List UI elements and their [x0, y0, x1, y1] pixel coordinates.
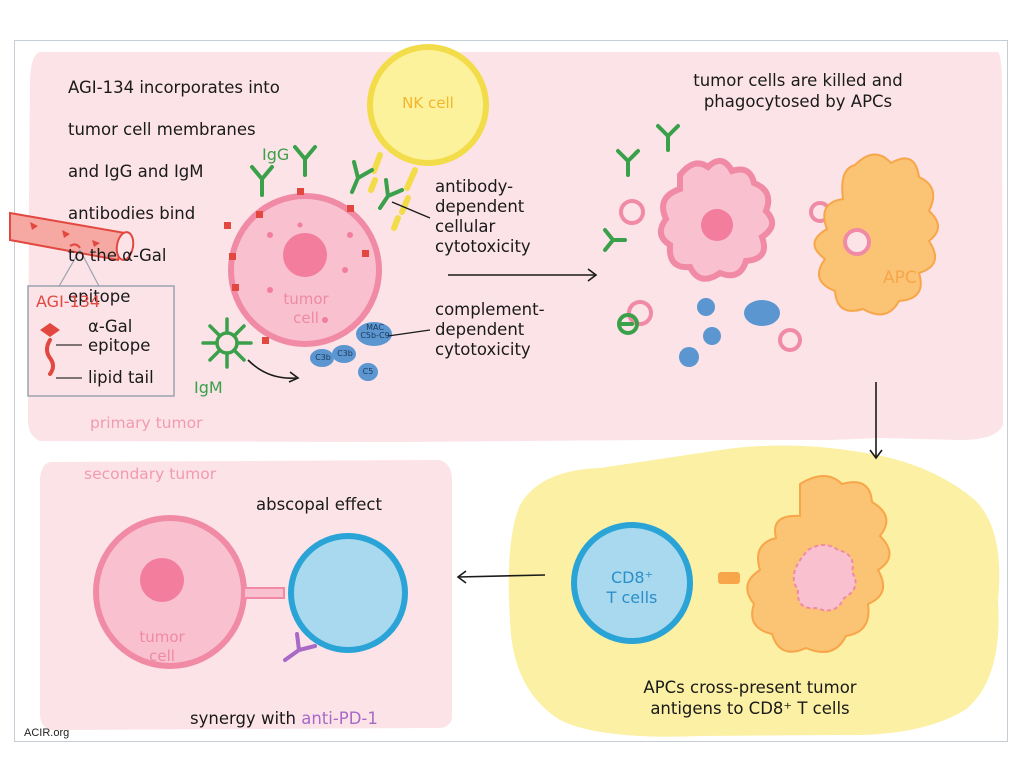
igg-label: IgG — [262, 145, 290, 164]
bound-antibodies — [603, 124, 680, 335]
step1-line: tumor cell membranes — [68, 119, 256, 139]
nk-cell-label: NK cell — [402, 94, 454, 112]
complement-c3b-2: C3b — [337, 349, 353, 358]
step1-line: AGI-134 incorporates into — [68, 77, 280, 97]
nk-cell — [367, 44, 489, 166]
agi134-legend-box — [27, 285, 175, 397]
anti-pd1-antibody — [283, 632, 317, 662]
primary-tumor-label: primary tumor — [90, 414, 203, 432]
igg-antibodies — [250, 145, 404, 210]
tumor-cell-secondary-nucleus — [140, 558, 184, 602]
secondary-tumor-cell-label: tumor cell — [122, 609, 202, 666]
complement-c3b-1: C3b — [315, 353, 331, 362]
agi134-syringe — [9, 211, 135, 262]
step1-line: to the α-Gal — [68, 245, 167, 265]
apc-label: APC — [883, 268, 917, 288]
cd8-t-cell — [571, 522, 693, 644]
t-cell-secondary — [288, 533, 408, 653]
credit-label: ACIR.org — [24, 727, 70, 739]
alpha-gal-epitope-icon — [40, 323, 60, 337]
engulfed-tumor-fragment — [792, 544, 857, 612]
legend-lipid: lipid tail — [88, 368, 154, 387]
cross-present-label: APCs cross-present tumor antigens to CD8… — [643, 678, 857, 718]
secondary-tumor-label: secondary tumor — [84, 465, 217, 483]
legend-title: AGI-134 — [36, 292, 101, 311]
lipid-tail-icon — [45, 338, 55, 376]
cdc-label: complement- dependent cytotoxicity — [435, 300, 545, 360]
complement-c5: C5 — [362, 367, 374, 376]
secondary-synapse — [243, 587, 285, 599]
step1-text: AGI-134 incorporates into tumor cell mem… — [68, 57, 280, 329]
killed-label: tumor cells are killed and phagocytosed … — [693, 71, 903, 111]
step1-line: and IgG and IgM — [68, 161, 204, 181]
cd8-label: CD8⁺ T cells — [606, 568, 658, 608]
abscopal-label: abscopal effect — [256, 495, 382, 514]
dying-tumor-nucleus — [701, 209, 733, 241]
step1-line: antibodies bind — [68, 203, 196, 223]
synergy-drug: anti-PD-1 — [301, 708, 378, 728]
complement-mac: MAC C5b-C9 — [360, 323, 390, 340]
adcc-label: antibody- dependent cellular cytotoxicit… — [435, 177, 531, 257]
synergy-label: synergy with anti-PD-1 — [190, 688, 378, 730]
phagosome — [843, 228, 871, 256]
primary-tumor-region — [28, 52, 1003, 442]
mhc-tcr-synapse — [718, 572, 740, 584]
igm-antibody — [201, 317, 253, 369]
secondary-tumor-cell-text: tumor cell — [139, 628, 185, 666]
nk-cell-granules — [368, 152, 418, 231]
synergy-prefix: synergy with — [190, 708, 302, 728]
igm-arrow — [247, 359, 297, 379]
tumor-cell-vesicles — [267, 222, 353, 323]
figure-frame — [14, 40, 1008, 742]
legend-epitope: α-Gal epitope — [88, 317, 151, 355]
tumor-cell-label: tumor cell — [283, 290, 329, 328]
tumor-cell-nucleus — [283, 233, 327, 277]
released-complement — [679, 298, 780, 367]
step1-line: epitope — [68, 287, 131, 307]
complement-proteins — [310, 322, 392, 381]
surface-epitopes — [224, 188, 369, 344]
igm-label: IgM — [194, 378, 223, 397]
apc-cell — [813, 153, 939, 316]
